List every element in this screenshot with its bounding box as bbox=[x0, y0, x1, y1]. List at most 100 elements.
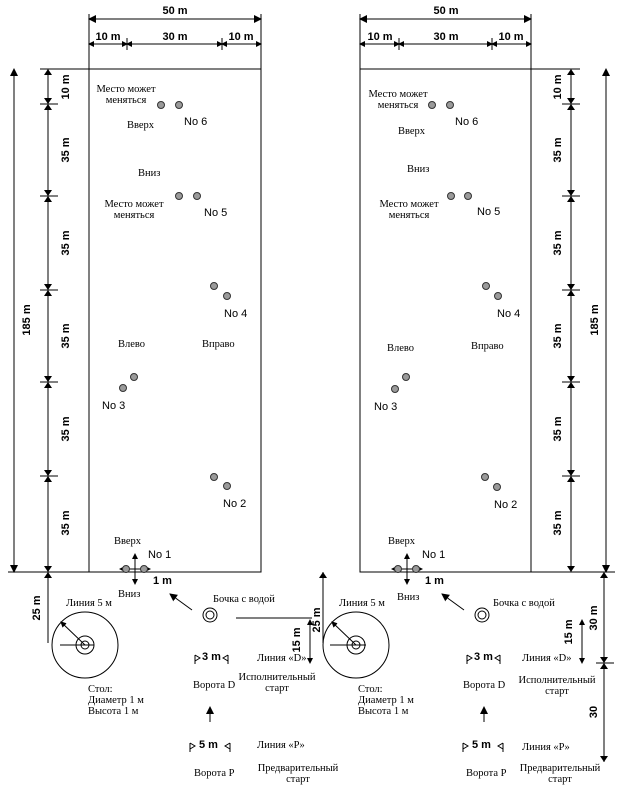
no2-label: No 2 bbox=[494, 499, 517, 511]
down-label-bottom: Вниз bbox=[397, 592, 419, 603]
segment-35-label-5: 35 m bbox=[60, 510, 72, 535]
barrel-label: Бочка с водой bbox=[493, 598, 555, 609]
no1-label: No 1 bbox=[148, 549, 171, 561]
seg-25-label: 25 m bbox=[311, 607, 323, 632]
gate-d-label: Ворота D bbox=[193, 680, 236, 691]
seg-25-label: 25 m bbox=[31, 595, 43, 620]
width-total-label: 50 m bbox=[433, 5, 458, 17]
up-label: Вверх bbox=[398, 126, 426, 137]
width-total-label: 50 m bbox=[162, 5, 187, 17]
cone bbox=[140, 565, 148, 573]
gate-d: 3 m bbox=[194, 651, 229, 664]
right-label: Вправо bbox=[202, 339, 235, 350]
total-length-label: 185 m bbox=[21, 304, 33, 335]
gap-1m-label: 1 m bbox=[153, 575, 172, 587]
cone bbox=[446, 101, 454, 109]
segment-35-label-2: 35 m bbox=[552, 230, 564, 255]
width-right-label: 10 m bbox=[228, 31, 253, 43]
cone bbox=[402, 373, 410, 381]
no3-label: No 3 bbox=[374, 401, 397, 413]
down-label: Вниз bbox=[138, 168, 160, 179]
gate-p: 5 m bbox=[189, 739, 231, 752]
line-p-label: Линия «P» bbox=[257, 740, 305, 751]
segment-10-label: 10 m bbox=[552, 74, 564, 99]
seg-30-plain-label: 30 bbox=[588, 706, 600, 718]
gap-1m-label: 1 m bbox=[425, 575, 444, 587]
segment-35-label-2: 35 m bbox=[60, 230, 72, 255]
cone bbox=[447, 192, 455, 200]
table-5m-circle bbox=[51, 611, 119, 679]
seg-15-label: 15 m bbox=[291, 627, 303, 652]
width-middle-label: 30 m bbox=[162, 31, 187, 43]
cone bbox=[494, 292, 502, 300]
total-length-label: 185 m bbox=[589, 304, 601, 335]
cone bbox=[482, 282, 490, 290]
segment-35-label-3: 35 m bbox=[60, 323, 72, 348]
width-right-label: 10 m bbox=[498, 31, 523, 43]
segment-arrows bbox=[44, 69, 52, 572]
cone bbox=[157, 101, 165, 109]
gate-p-label: Ворота P bbox=[466, 768, 507, 779]
gate-d-width-label: 3 m bbox=[474, 651, 493, 663]
cone bbox=[130, 373, 138, 381]
cone bbox=[493, 483, 501, 491]
cone bbox=[391, 385, 399, 393]
cone bbox=[223, 292, 231, 300]
gate-d-width-label: 3 m bbox=[202, 651, 221, 663]
no1-label: No 1 bbox=[422, 549, 445, 561]
cone bbox=[394, 565, 402, 573]
segment-ticks bbox=[531, 68, 615, 573]
gate-d: 3 m bbox=[466, 651, 501, 664]
no4-label: No 4 bbox=[224, 308, 247, 320]
water-barrel bbox=[202, 607, 218, 623]
table-5m-circle bbox=[322, 611, 390, 679]
cone bbox=[193, 192, 201, 200]
cone bbox=[122, 565, 130, 573]
seg-30-label: 30 m bbox=[588, 605, 600, 630]
cone bbox=[223, 482, 231, 490]
cone bbox=[119, 384, 127, 392]
line-5m-label: Линия 5 м bbox=[66, 598, 112, 609]
no3-label: No 3 bbox=[102, 400, 125, 412]
segment-35-label-4: 35 m bbox=[60, 416, 72, 441]
left-label: Влево bbox=[387, 343, 414, 354]
cone bbox=[210, 473, 218, 481]
line-5m-label: Линия 5 м bbox=[339, 598, 385, 609]
gate-d-label: Ворота D bbox=[463, 680, 506, 691]
cone bbox=[481, 473, 489, 481]
no5-label: No 5 bbox=[204, 207, 227, 219]
width-middle-label: 30 m bbox=[433, 31, 458, 43]
field-boundary bbox=[88, 68, 262, 573]
cone bbox=[428, 101, 436, 109]
gate-p-label: Ворота P bbox=[194, 768, 235, 779]
no5-label: No 5 bbox=[477, 206, 500, 218]
segment-arrows bbox=[567, 69, 575, 572]
right-label: Вправо bbox=[471, 341, 504, 352]
down-label: Вниз bbox=[407, 164, 429, 175]
left-label: Влево bbox=[118, 339, 145, 350]
segment-35-label-4: 35 m bbox=[552, 416, 564, 441]
cone bbox=[175, 192, 183, 200]
no6-label: No 6 bbox=[455, 116, 478, 128]
line-p-label: Линия «P» bbox=[522, 742, 570, 753]
gate-p-width-label: 5 m bbox=[472, 739, 491, 751]
cone bbox=[210, 282, 218, 290]
cone bbox=[412, 565, 420, 573]
up-label-bottom: Вверх bbox=[114, 536, 142, 547]
segment-35-label-3: 35 m bbox=[552, 323, 564, 348]
gate-p: 5 m bbox=[462, 739, 504, 752]
up-label-bottom: Вверх bbox=[388, 536, 416, 547]
right-course: 50 m 10 m 30 m 10 m 10 m 35 m 35 m 35 m … bbox=[311, 5, 615, 785]
width-left-label: 10 m bbox=[95, 31, 120, 43]
segment-35-label-5: 35 m bbox=[552, 510, 564, 535]
down-label-bottom: Вниз bbox=[118, 589, 140, 600]
no6-label: No 6 bbox=[184, 116, 207, 128]
